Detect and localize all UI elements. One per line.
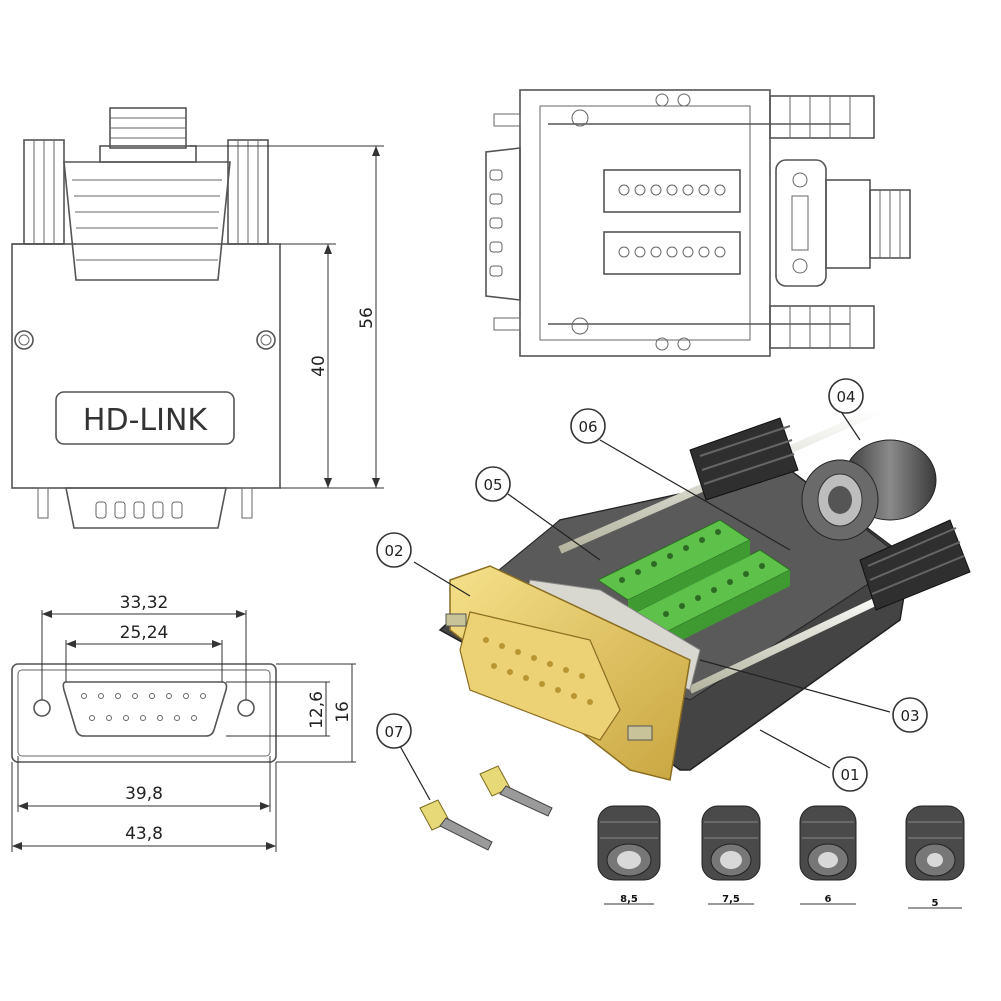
dim-height-total: 56 <box>357 307 377 329</box>
svg-text:02: 02 <box>384 542 403 560</box>
callout-06: 06 <box>570 408 606 444</box>
dim-shell-height: 12,6 <box>307 691 327 729</box>
callout-05: 05 <box>475 466 511 502</box>
dim-screw-spacing: 33,32 <box>120 593 169 613</box>
svg-text:01: 01 <box>840 766 859 784</box>
assembly-3d <box>413 406 971 781</box>
thumb-screw-bottom <box>859 519 971 611</box>
svg-text:06: 06 <box>578 418 597 436</box>
top-view-terminals <box>618 184 726 258</box>
grommet-1 <box>597 805 661 881</box>
face-pins <box>81 693 206 721</box>
svg-text:07: 07 <box>384 723 403 741</box>
grommet-3 <box>799 805 857 881</box>
thumb-screw-top <box>689 417 799 501</box>
grommet-dim-1: 8,5 <box>620 894 638 905</box>
standoff-screws <box>399 745 553 851</box>
assembly-pins <box>483 637 593 705</box>
cable-grommet <box>801 439 937 541</box>
grommet-4 <box>905 805 965 881</box>
grommet-dim-3: 6 <box>825 894 832 905</box>
brand-label: HD-LINK <box>83 403 208 438</box>
callout-02: 02 <box>376 532 412 568</box>
face-view: 33,32 25,24 39,8 43,8 12,6 16 <box>11 593 356 852</box>
grommet-set: 8,5 7,5 6 5 <box>597 805 965 909</box>
dim-height-body: 40 <box>309 355 329 377</box>
callout-03: 03 <box>892 697 928 733</box>
top-view <box>485 89 911 357</box>
dim-flange-height: 16 <box>333 701 353 723</box>
dim-flange-inner: 39,8 <box>125 784 163 804</box>
brand-label-box <box>55 391 235 445</box>
svg-text:05: 05 <box>483 476 502 494</box>
callout-07: 07 <box>376 713 412 749</box>
dim-shell-width: 25,24 <box>120 623 169 643</box>
callout-04: 04 <box>828 378 864 414</box>
grommet-2 <box>701 805 761 881</box>
front-view: HD-LINK 56 40 <box>11 107 384 529</box>
dim-flange-outer: 43,8 <box>125 824 163 844</box>
grommet-dim-4: 5 <box>932 898 939 909</box>
assembly-terminal-screws <box>619 529 765 617</box>
svg-text:04: 04 <box>836 388 855 406</box>
callout-01: 01 <box>832 756 868 792</box>
svg-text:03: 03 <box>900 707 919 725</box>
grommet-dim-2: 7,5 <box>722 894 740 905</box>
